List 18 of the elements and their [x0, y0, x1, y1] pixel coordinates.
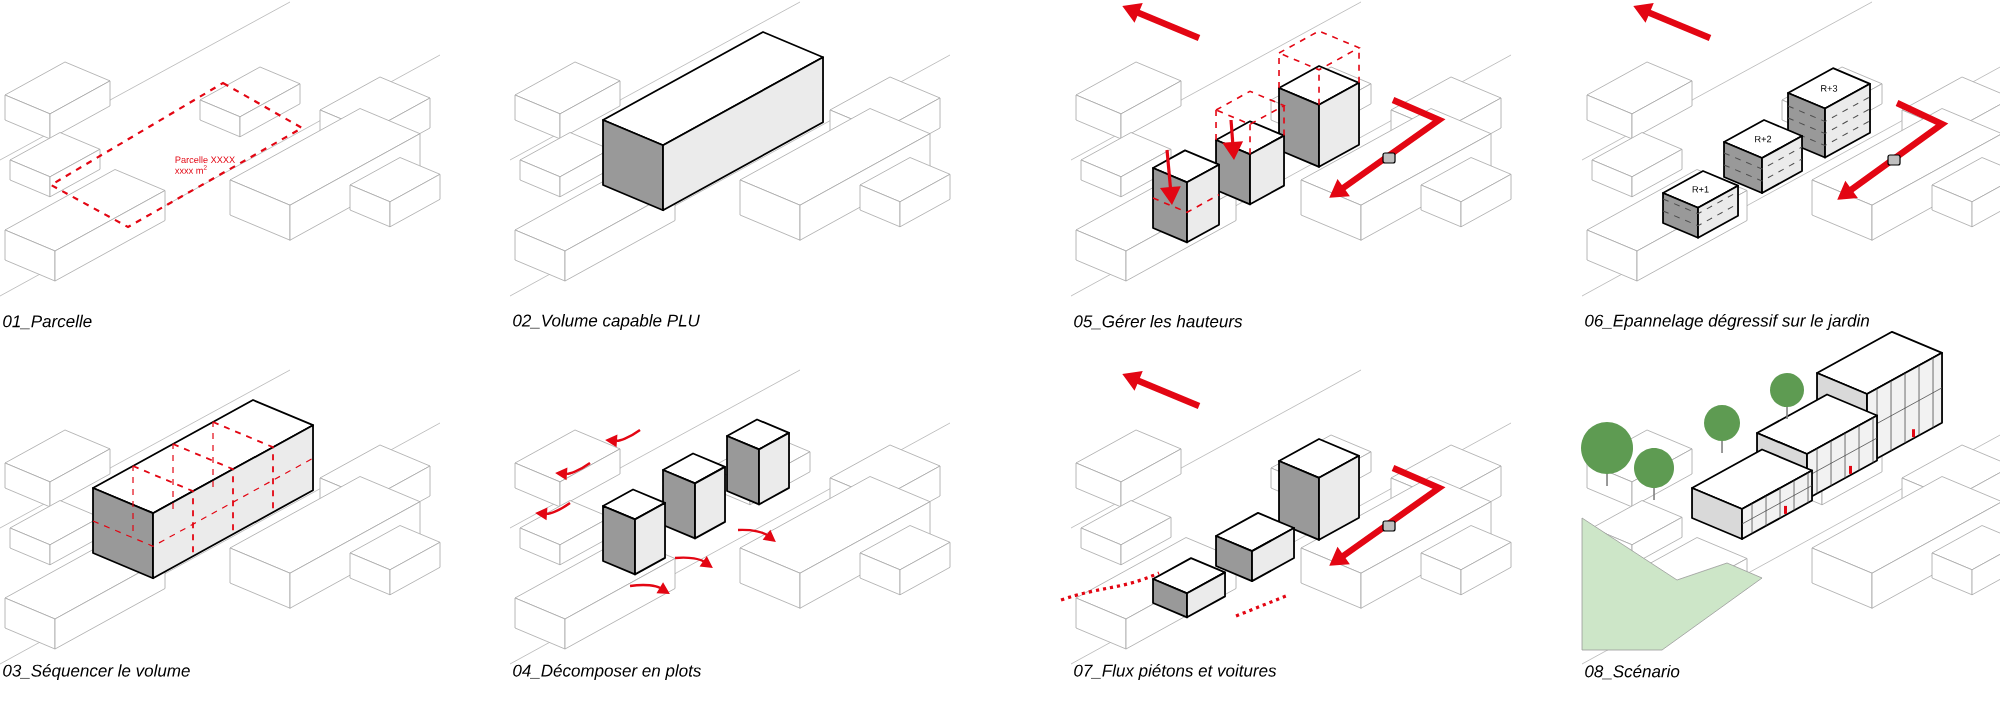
panel-caption: 07_Flux piétons et voitures [1074, 664, 1277, 680]
panel-caption: 04_Décomposer en plots [513, 664, 701, 680]
building-box [1152, 149, 1220, 244]
building-box [1215, 512, 1295, 582]
panel-caption: 03_Séquencer le volume [3, 664, 190, 680]
panel-caption: 02_Volume capable PLU [513, 314, 700, 330]
building-box: R+1 [1662, 170, 1739, 239]
panel-caption: 06_Epannelage dégressif sur le jardin [1585, 314, 1869, 330]
building-box: R+2 [1723, 119, 1803, 194]
building-box [726, 418, 790, 506]
panel-caption: 05_Gérer les hauteurs [1074, 314, 1243, 330]
building-box: R+3 [1787, 67, 1871, 159]
building-box [1152, 557, 1226, 619]
panel-caption: 01_Parcelle [3, 314, 92, 330]
building-box [602, 488, 666, 576]
building-box [662, 452, 726, 540]
panel-caption: 08_Scénario [1585, 664, 1680, 680]
building-box [1278, 438, 1360, 541]
